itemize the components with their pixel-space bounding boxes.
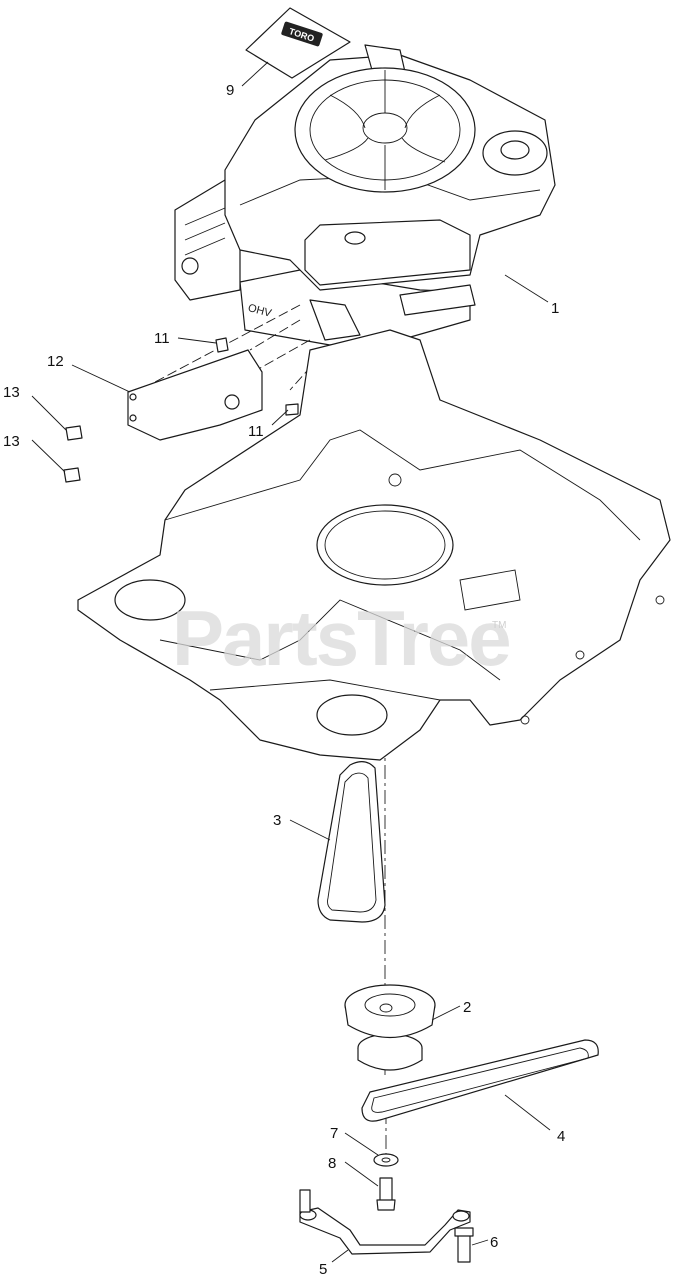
callout-13a: 13 — [3, 384, 20, 401]
bolt-part-13a — [65, 425, 83, 441]
leader-lines — [31, 61, 551, 1263]
bolt-part-11b — [285, 403, 299, 416]
callout-4: 4 — [557, 1128, 565, 1145]
callout-12: 12 — [47, 353, 64, 370]
decal-part-9: TORO — [245, 7, 351, 79]
callouts: 9 1 11 12 13 11 13 3 2 4 7 8 6 5 — [3, 82, 565, 1278]
callout-6: 6 — [490, 1234, 498, 1251]
watermark: PartsTree TM — [172, 594, 512, 682]
mower-frame — [77, 329, 671, 761]
belt-part-4 — [361, 1039, 599, 1122]
watermark-trademark: TM — [492, 620, 506, 631]
bolt-part-8 — [376, 1177, 396, 1211]
callout-13b: 13 — [3, 433, 20, 450]
callout-11a: 11 — [154, 330, 170, 347]
bolt-part-6 — [454, 1227, 474, 1263]
bolt-part-11a — [215, 337, 229, 353]
callout-7: 7 — [330, 1125, 338, 1142]
callout-8: 8 — [328, 1155, 336, 1172]
washer-part-7 — [373, 1153, 399, 1167]
callout-2: 2 — [463, 999, 471, 1016]
callout-1: 1 — [551, 300, 559, 317]
engine-part-1: OHV — [174, 44, 556, 346]
callout-11b: 11 — [248, 423, 264, 440]
callout-9: 9 — [226, 82, 234, 99]
bolt-part-13b — [63, 467, 81, 483]
bracket-part-12 — [127, 349, 263, 441]
pulley-part-2 — [344, 984, 436, 1071]
callout-5: 5 — [319, 1261, 327, 1278]
belt-part-3 — [317, 761, 386, 923]
bracket-part-5 — [299, 1189, 471, 1255]
watermark-text: PartsTree — [172, 594, 510, 682]
callout-3: 3 — [273, 812, 281, 829]
